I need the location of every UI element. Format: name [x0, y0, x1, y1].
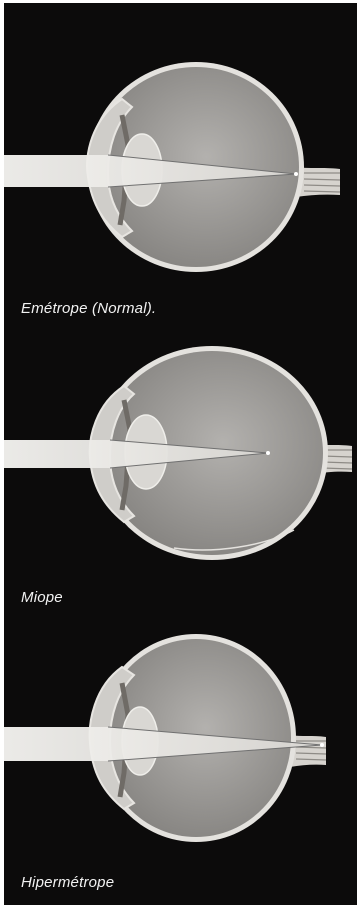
focal-point-miope [266, 451, 270, 455]
focal-point-hipermetrope [320, 743, 324, 747]
caption-miope: Miope [21, 589, 63, 606]
eye-diagram-emetrope [4, 55, 357, 290]
figure-panel: Emétrope (Normal). [4, 3, 357, 905]
eye-diagram-hipermetrope [4, 623, 357, 858]
eye-diagram-miope [4, 340, 357, 575]
caption-hipermetrope: Hipermétrope [21, 874, 114, 891]
focal-point-emetrope [294, 172, 298, 176]
caption-emetrope: Emétrope (Normal). [21, 300, 156, 317]
